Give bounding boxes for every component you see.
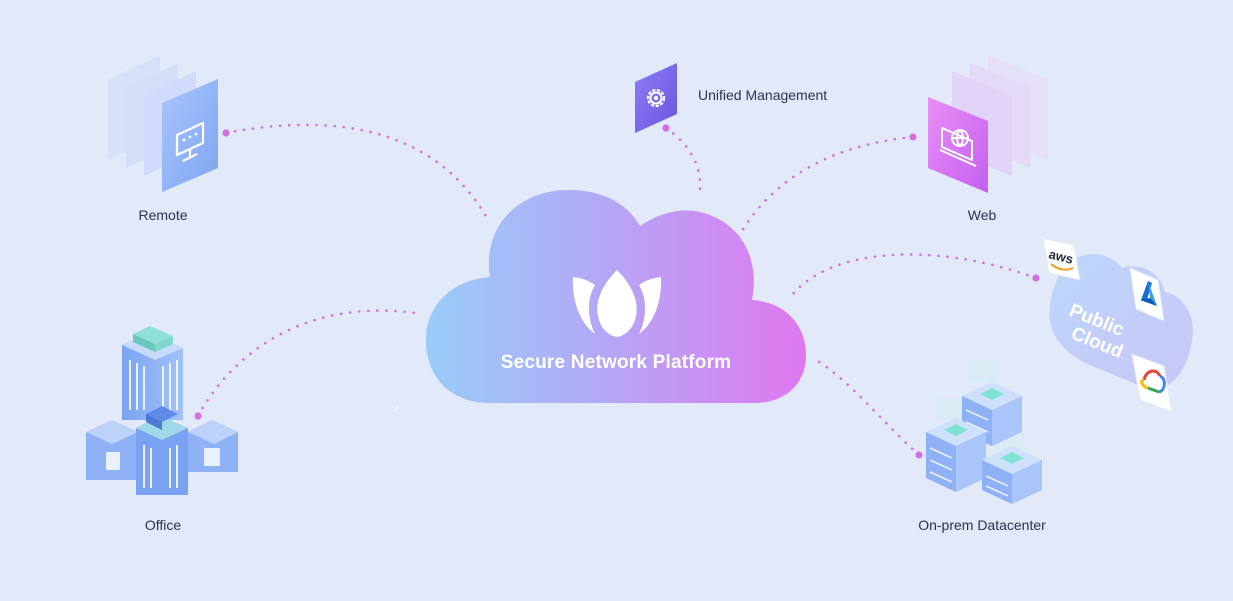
connector-management [664, 126, 702, 195]
remote-node [108, 55, 218, 192]
decorative-mark [393, 405, 400, 412]
connector-dot-management [662, 124, 670, 132]
tower-roof [133, 326, 173, 344]
datacenter-label: On-prem Datacenter [918, 517, 1046, 533]
connector-public-cloud [791, 253, 1038, 296]
globe-laptop-icon [939, 127, 977, 167]
connector-dot-datacenter [915, 451, 923, 459]
datacenter-node [926, 360, 1042, 504]
lotus-logo-icon [572, 270, 662, 337]
connector-dot-office [194, 412, 202, 420]
server-unit [926, 418, 986, 492]
connector-office [196, 309, 417, 418]
azure-logo-icon [1129, 267, 1165, 322]
server-unit [982, 446, 1042, 504]
gear-icon [646, 88, 666, 108]
connector-dot-web [909, 133, 917, 141]
office-label: Office [144, 517, 182, 533]
platform-title: Secure Network Platform [500, 352, 732, 373]
google-cloud-logo-icon [1131, 353, 1173, 413]
unified-management-label: Unified Management [698, 87, 828, 103]
connector-dot-public-cloud [1032, 274, 1040, 282]
connector-datacenter [811, 356, 921, 457]
web-node [928, 55, 1048, 193]
public-cloud-node: Public Cloud aws [1042, 237, 1193, 413]
connector-web [736, 135, 915, 240]
office-node [86, 326, 238, 495]
remote-panel [162, 79, 218, 192]
svg-text:aws: aws [1047, 246, 1074, 267]
aws-logo-icon: aws [1042, 237, 1081, 281]
server-unit [962, 382, 1022, 446]
monitor-icon [175, 121, 205, 162]
secure-network-platform-cloud [426, 190, 806, 403]
web-label: Web [967, 207, 997, 223]
remote-label: Remote [138, 207, 188, 223]
unified-management-node [635, 63, 677, 133]
connector-remote [224, 123, 489, 220]
connectors [196, 123, 1038, 457]
connector-dot-remote [222, 129, 230, 137]
